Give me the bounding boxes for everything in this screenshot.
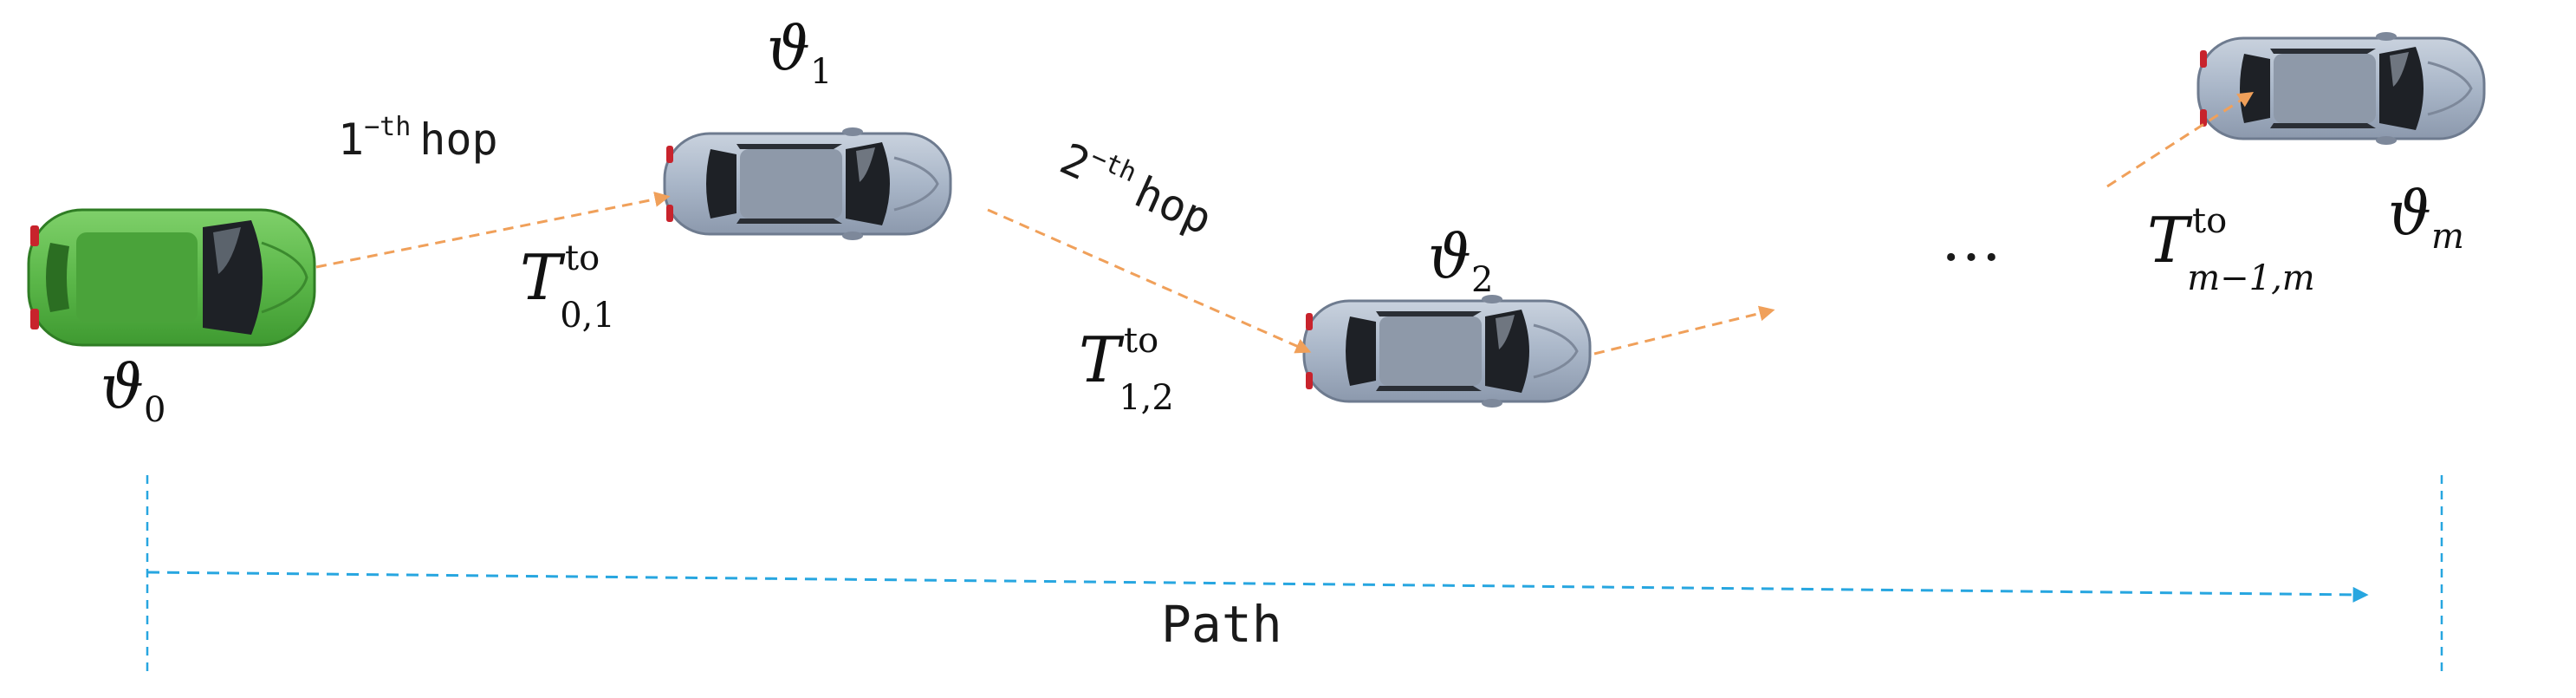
vehicle-label-2: ϑ2 [1428, 221, 1494, 300]
vehicle-destination-icon [2196, 30, 2486, 147]
vehicle-source-icon [27, 208, 316, 347]
hop-arrow-0-1 [315, 191, 671, 269]
vehicle-label-1: ϑ1 [767, 13, 833, 92]
vehicle-label-m: ϑm [2388, 178, 2464, 257]
hop-arrow-1-2 [987, 208, 1312, 354]
hop-label-2: 2−thhop [1053, 131, 1220, 245]
path-label: Path [1161, 595, 1282, 654]
vehicle-relay-2-icon [1302, 293, 1592, 409]
ellipsis: … [1941, 204, 2002, 275]
path-arrow [146, 571, 2369, 603]
hop-arrow-m1-m [2106, 92, 2255, 188]
hop-arrow-2-next [1593, 305, 1775, 356]
vehicle-label-0: ϑ0 [101, 351, 166, 430]
vehicle-relay-1-icon [663, 126, 952, 242]
